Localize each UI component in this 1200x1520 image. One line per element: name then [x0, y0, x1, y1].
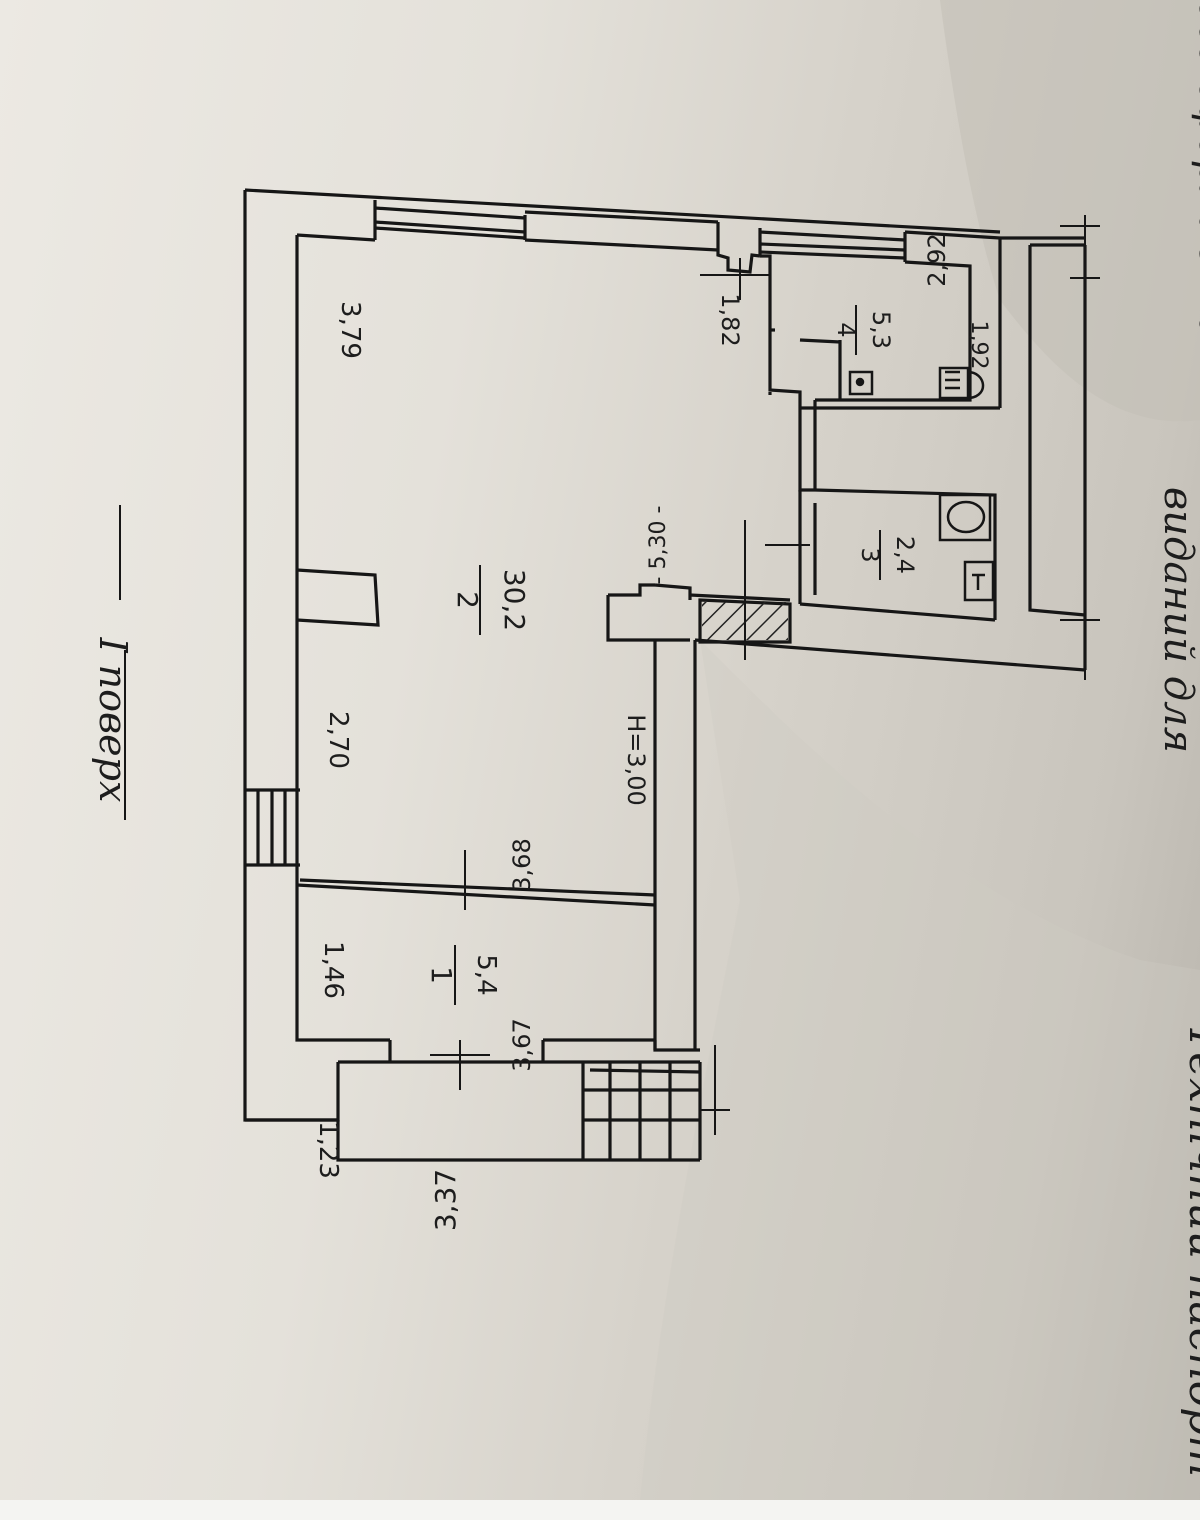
shadow-area	[640, 640, 1200, 1500]
outer-wall	[244, 188, 1001, 234]
dim-3-37: 3,37	[429, 1169, 462, 1231]
dim-3-68: 3,68	[508, 838, 536, 891]
bath-fixture	[938, 366, 970, 400]
room-3-area: 2,4	[891, 536, 919, 574]
note-line-3: його оформлення	[1190, 0, 1200, 347]
dim-1-92: 1,92	[966, 321, 991, 370]
dim-1-23: 1,23	[313, 1121, 343, 1179]
note-line-2: виданий для	[1155, 487, 1200, 753]
toilet-fixture	[963, 560, 995, 602]
dim-2-70: 2,70	[323, 711, 353, 769]
dim-2-92: 2,92	[923, 233, 951, 286]
room-1-area: 5,4	[471, 954, 501, 995]
dim-3-67: 3,67	[508, 1018, 536, 1071]
floor-title: I поверх	[91, 637, 135, 803]
dim-3-79: 3,79	[335, 301, 365, 359]
bottom-strip	[0, 1500, 1200, 1520]
room-2-number: 2	[451, 591, 484, 609]
shadow-area	[940, 0, 1200, 422]
dim-1-82: 1,82	[716, 293, 744, 346]
room-3-number: 3	[856, 547, 884, 562]
dim-1-46: 1,46	[318, 941, 348, 999]
sink-fixture	[938, 493, 992, 542]
stove-fixture	[848, 370, 874, 396]
room-2-area: 30,2	[498, 569, 531, 631]
dim-5-30: - 5,30 -	[646, 506, 671, 585]
note-line-1: Технічний паспорт	[1179, 1023, 1200, 1477]
room-1-number: 1	[425, 966, 458, 984]
room-4-number: 4	[832, 322, 860, 337]
ceiling-height: H=3,00	[622, 714, 650, 806]
room-4-area: 5,3	[867, 311, 895, 349]
